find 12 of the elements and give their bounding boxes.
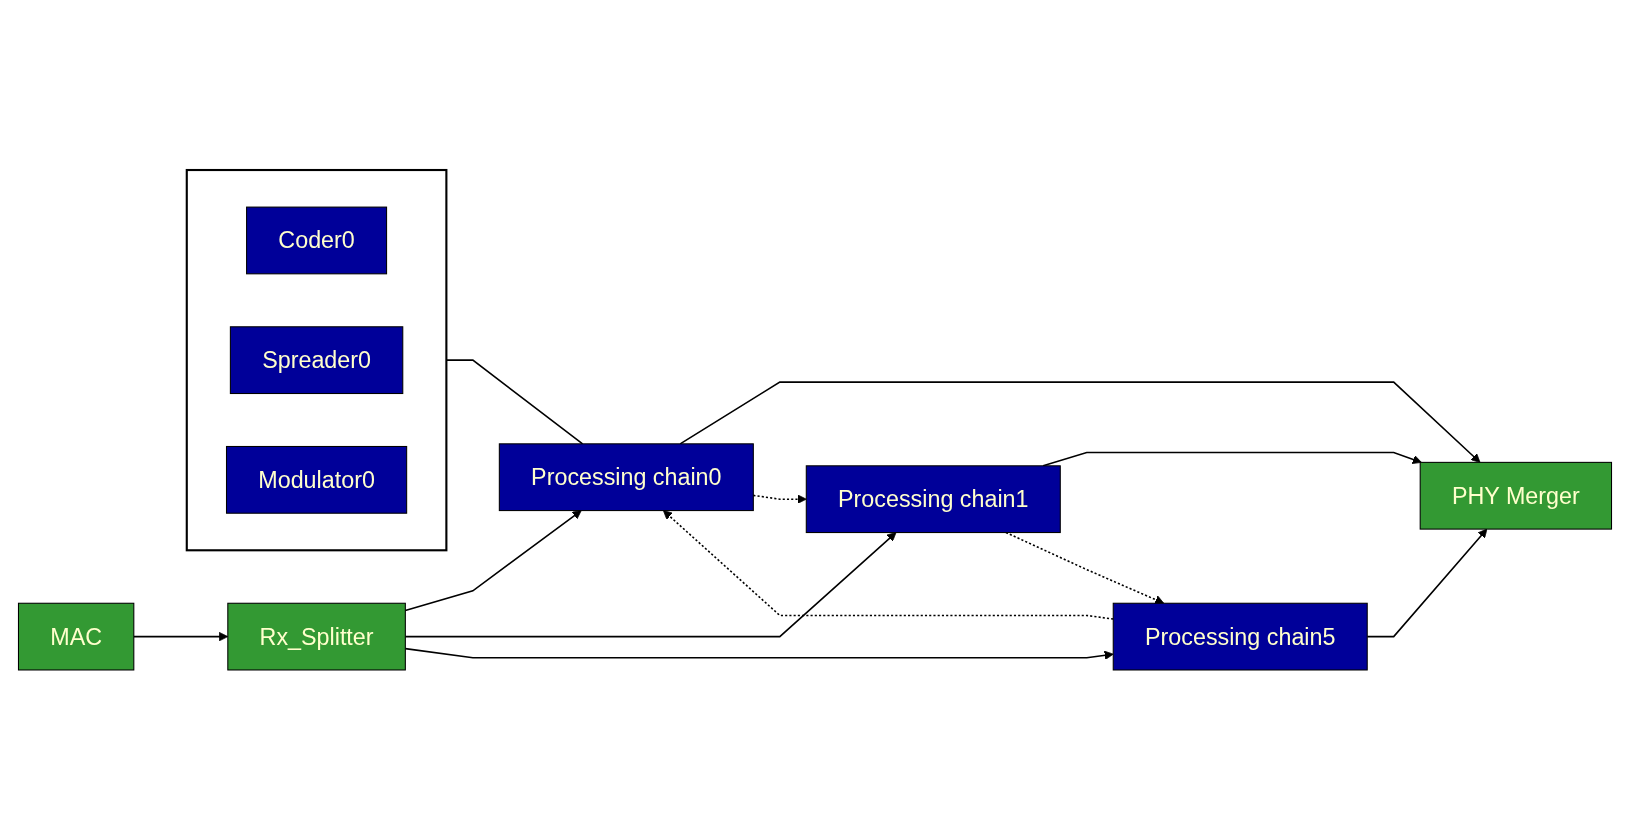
node-box: PHY Merger <box>1419 461 1613 530</box>
node-box: Spreader0 <box>229 325 404 394</box>
cluster <box>185 168 448 551</box>
node-box: Processing chain5 <box>1112 602 1368 670</box>
node-box: MAC <box>17 602 135 670</box>
node-box: Processing chain1 <box>805 464 1061 533</box>
node-box: Modulator0 <box>225 445 408 514</box>
node-box: Rx_Splitter <box>227 602 406 670</box>
node-box: Coder0 <box>246 206 388 274</box>
arrow <box>679 380 1481 463</box>
arrow <box>1005 531 1165 604</box>
node-box: Processing chain0 <box>498 442 754 511</box>
